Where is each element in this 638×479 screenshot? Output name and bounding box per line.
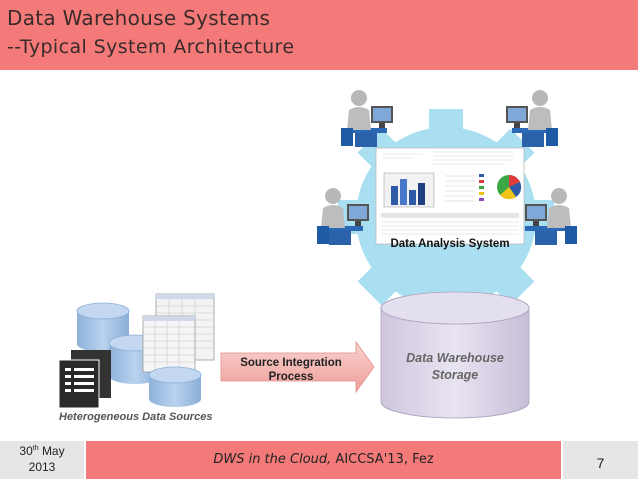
date-day: 30 [19, 444, 33, 458]
user-workstation-mid-left-icon [317, 188, 369, 245]
footer-date-year: 2013 [28, 460, 56, 474]
data-warehouse-cylinder [380, 291, 530, 419]
footer-center-box [86, 441, 561, 479]
footer-date-box [0, 441, 84, 479]
user-workstation-top-right-icon [506, 90, 558, 147]
data-sources-cluster [58, 293, 215, 409]
footer-text-plain: AICCSA'13, Fez [331, 452, 434, 467]
slide-subtitle: --Typical System Architecture [7, 36, 295, 58]
document-stack-icon [58, 350, 111, 409]
architecture-diagram: Data Analysis System [51, 80, 581, 428]
user-workstation-mid-right-icon [525, 188, 577, 245]
analysis-dashboard [375, 147, 525, 245]
footer-text: DWS in the Cloud, AICCSA'13, Fez [86, 452, 561, 467]
slide-header [0, 0, 638, 70]
footer-date-line1: 30th May [0, 444, 84, 458]
data-sources-label: Heterogeneous Data Sources [59, 411, 212, 423]
page-number: 7 [596, 455, 605, 471]
integration-arrow [220, 340, 375, 394]
warehouse-label-line2: Storage [432, 368, 479, 382]
integration-label-line1: Source Integration [240, 357, 342, 369]
date-suffix: th [32, 445, 39, 452]
footer-text-italic: DWS in the Cloud, [213, 452, 332, 467]
user-workstation-top-left-icon [341, 90, 393, 147]
footer-page-box [563, 441, 638, 479]
analysis-system-label: Data Analysis System [390, 238, 509, 250]
warehouse-label-line1: Data Warehouse [406, 351, 504, 365]
spreadsheet-icon [142, 315, 196, 373]
slide-title: Data Warehouse Systems [7, 6, 271, 30]
integration-label-line2: Process [269, 371, 314, 383]
database-icon [148, 366, 202, 407]
date-month: May [41, 444, 65, 458]
